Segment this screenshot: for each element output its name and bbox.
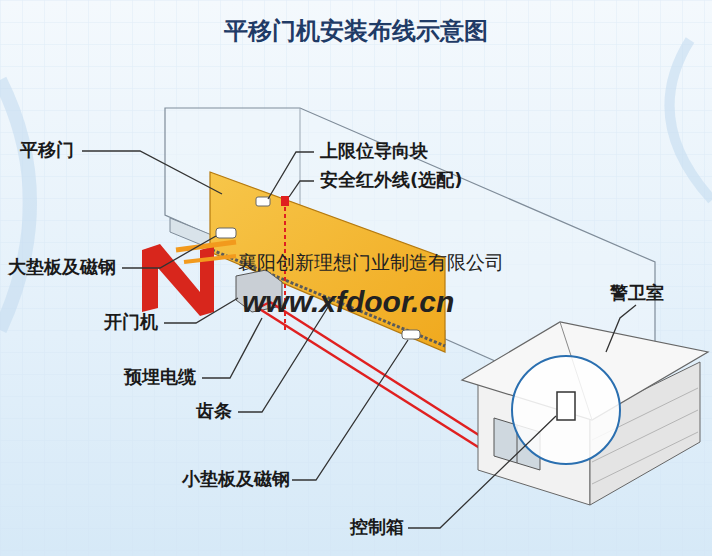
watermark-url: www.xfdoor.cn — [242, 285, 454, 320]
watermark-text: 襄阳创新理想门业制造有限公司 — [238, 252, 504, 274]
part-label: 小垫板及磁钢 — [182, 469, 290, 490]
decor-curve — [670, 40, 712, 200]
large-pad — [216, 228, 236, 238]
part-label: 开门机 — [104, 312, 158, 333]
decor-curve — [0, 80, 30, 330]
detail-circle — [512, 356, 620, 464]
part-label: 预埋电缆 — [124, 367, 196, 388]
part-label: 平移门 — [20, 140, 74, 161]
part-label: 上限位导向块 — [320, 141, 428, 162]
part-label: 控制箱 — [350, 517, 404, 538]
part-label: 警卫室 — [610, 283, 664, 304]
small-pad — [402, 330, 420, 339]
buried-cable — [258, 308, 486, 452]
diagram-title: 平移门机安装布线示意图 — [224, 18, 488, 46]
leader-lines — [82, 151, 636, 528]
watermark-logo — [142, 242, 236, 316]
guide-edge — [300, 108, 301, 215]
part-label: 大垫板及磁钢 — [8, 257, 116, 278]
control-box — [557, 392, 575, 420]
buried-cable — [270, 302, 496, 446]
part-label: 齿条 — [196, 401, 232, 422]
infrared-sensor — [281, 196, 289, 206]
part-label: 安全红外线(选配) — [320, 170, 462, 191]
